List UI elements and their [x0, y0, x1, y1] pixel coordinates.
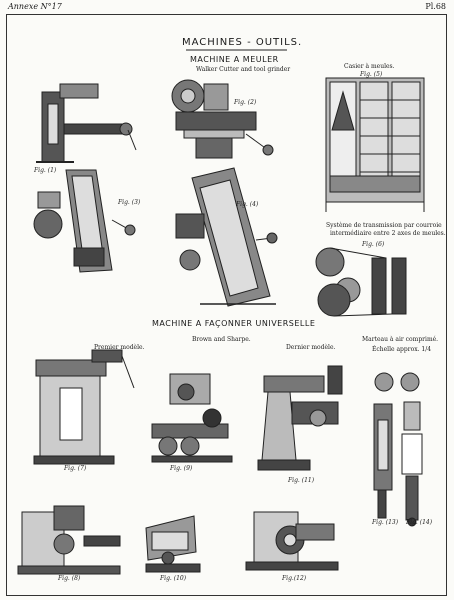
page-title: MACHINES - OUTILS. [182, 37, 303, 48]
fig-14-label: Fig. (14) [406, 519, 433, 526]
figure-8-drawing [17, 505, 121, 575]
fig-12-label: Fig.(12) [282, 575, 307, 582]
fig-5-label: Fig. (5) [360, 71, 383, 78]
figure-11-drawing [257, 365, 343, 471]
figure-4-drawing [175, 167, 278, 307]
hammer-title: Marteau à air comprimé. [362, 336, 439, 343]
fig-1-label: Fig. (1) [34, 167, 57, 174]
fig-13-label: Fig. (13) [372, 519, 399, 526]
fig-11-label: Fig. (11) [288, 477, 315, 484]
fig-8-label: Fig. (8) [58, 575, 81, 582]
section2-subtitle: Brown and Sharpe. [192, 336, 251, 343]
hammer-scale: Échelle approx. 1/4 [372, 346, 432, 353]
fig-4-label: Fig. (4) [236, 201, 259, 208]
section2-title: MACHINE A FAÇONNER UNIVERSELLE [152, 319, 316, 328]
section1-title: MACHINE A MEULER [190, 55, 279, 64]
figures-13-14-hammer-drawing [373, 372, 423, 527]
figure-2-drawing [171, 79, 274, 159]
figure-1-drawing [36, 83, 137, 163]
dernier-modele-label: Dernier modèle. [286, 344, 336, 351]
annex-number: Annexe N°17 [8, 2, 62, 11]
figure-12-drawing [245, 511, 339, 571]
figure-3-drawing [33, 169, 136, 273]
plate-number: Pl.68 [425, 2, 446, 11]
transmission-caption-1: Système de transmission par courroie [326, 222, 442, 229]
fig-3-label: Fig. (3) [118, 199, 141, 206]
fig-10-label: Fig. (10) [160, 575, 187, 582]
premier-modele-label: Premier modèle. [94, 344, 145, 351]
transmission-caption-2: intermédiaire entre 2 axes de meules. [330, 230, 446, 237]
fig-2-label: Fig. (2) [234, 99, 257, 106]
figure-6-transmission-drawing [315, 247, 407, 317]
figure-7-drawing [33, 349, 135, 465]
fig-9-label: Fig. (9) [170, 465, 193, 472]
figure-9-drawing [151, 373, 233, 463]
fig-7-label: Fig. (7) [64, 465, 87, 472]
cabinet-caption: Casier à meules. [344, 63, 395, 70]
section1-subtitle: Walker Cutter and tool grinder [196, 66, 291, 73]
plate-frame [6, 14, 447, 596]
figure-10-drawing [145, 515, 201, 573]
fig-6-label: Fig. (6) [362, 241, 385, 248]
figure-5-cabinet-drawing [325, 77, 425, 212]
